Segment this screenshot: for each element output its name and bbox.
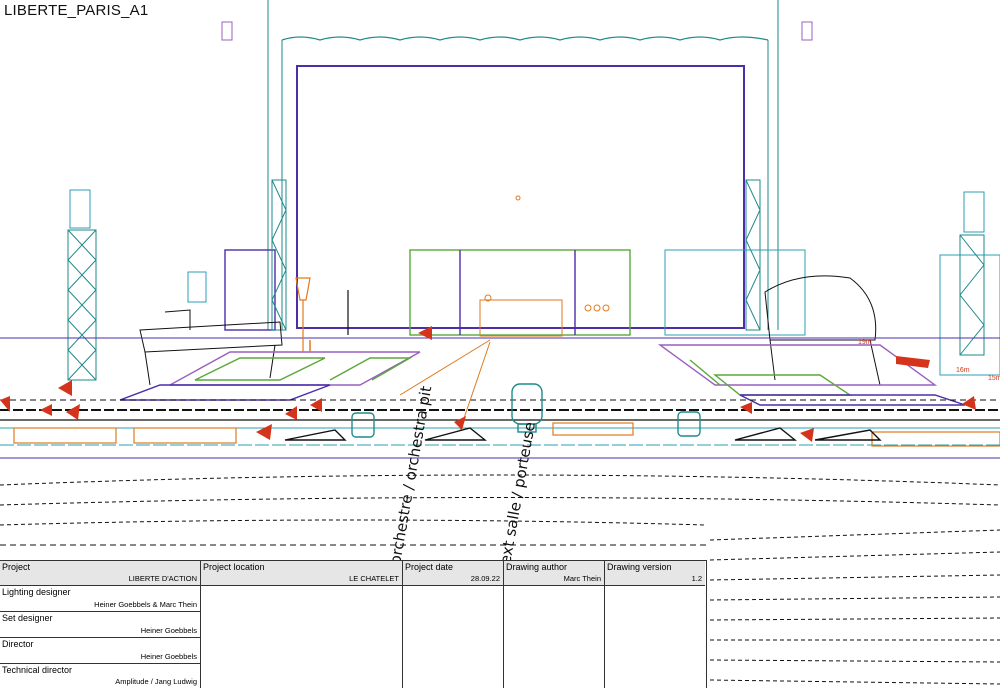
lighting-designer-cell: Lighting designer Heiner Goebbels & Marc…: [0, 586, 200, 612]
salle-label: ext salle / porteuse: [496, 421, 539, 566]
date-value: 28.09.22: [470, 574, 500, 583]
version-value: 1.2: [691, 574, 702, 583]
author-value: Marc Thein: [563, 574, 601, 583]
stage-edges: [0, 277, 1000, 459]
centre-flats: [224, 195, 1000, 376]
distance-label-15m: 15m: [988, 375, 1000, 382]
lighting-designer-label: Lighting designer: [2, 587, 71, 597]
auditorium-seating: [0, 474, 1000, 685]
technical-director-cell: Technical director Amplitude / Jang Ludw…: [0, 664, 200, 688]
lighting-designer-value: Heiner Goebbels & Marc Thein: [94, 600, 197, 609]
version-label: Drawing version: [607, 562, 672, 572]
orange-rails: [13, 422, 1000, 447]
project-value: LIBERTE D'ACTION: [128, 574, 197, 583]
title-block: Project LIBERTE D'ACTION Lighting design…: [0, 560, 707, 688]
director-cell: Director Heiner Goebbels: [0, 638, 200, 664]
piano-left: [139, 309, 283, 386]
title-block-column-location: Project location LE CHATELET: [201, 561, 403, 688]
location-value: LE CHATELET: [349, 574, 399, 583]
set-designer-label: Set designer: [2, 613, 53, 623]
version-cell: Drawing version 1.2: [605, 561, 705, 586]
moving-head-fixtures: [284, 383, 882, 441]
date-label: Project date: [405, 562, 454, 572]
title-block-column-author: Drawing author Marc Thein: [504, 561, 605, 688]
drawing-title: LIBERTE_PARIS_A1: [4, 2, 149, 19]
lighting-towers: [67, 179, 985, 381]
location-label: Project location: [203, 562, 265, 572]
red-arrows: [0, 326, 976, 442]
distance-label-16m: 16m: [956, 367, 970, 374]
technical-director-value: Amplitude / Jang Ludwig: [115, 677, 197, 686]
technical-director-label: Technical director: [2, 665, 73, 675]
author-cell: Drawing author Marc Thein: [504, 561, 604, 586]
title-block-column-project: Project LIBERTE D'ACTION Lighting design…: [0, 561, 201, 688]
project-cell: Project LIBERTE D'ACTION: [0, 561, 200, 586]
location-cell: Project location LE CHATELET: [201, 561, 402, 586]
director-value: Heiner Goebbels: [140, 652, 197, 661]
distance-label-19m: 19m: [858, 339, 872, 346]
set-designer-cell: Set designer Heiner Goebbels: [0, 612, 200, 638]
date-cell: Project date 28.09.22: [403, 561, 503, 586]
set-designer-value: Heiner Goebbels: [140, 626, 197, 635]
title-block-column-version: Drawing version 1.2: [605, 561, 705, 688]
author-label: Drawing author: [506, 562, 568, 572]
title-block-column-date: Project date 28.09.22: [403, 561, 504, 688]
project-label: Project: [2, 562, 31, 572]
director-label: Director: [2, 639, 34, 649]
proscenium-frame: [221, 0, 813, 330]
piano-right: [764, 275, 881, 386]
